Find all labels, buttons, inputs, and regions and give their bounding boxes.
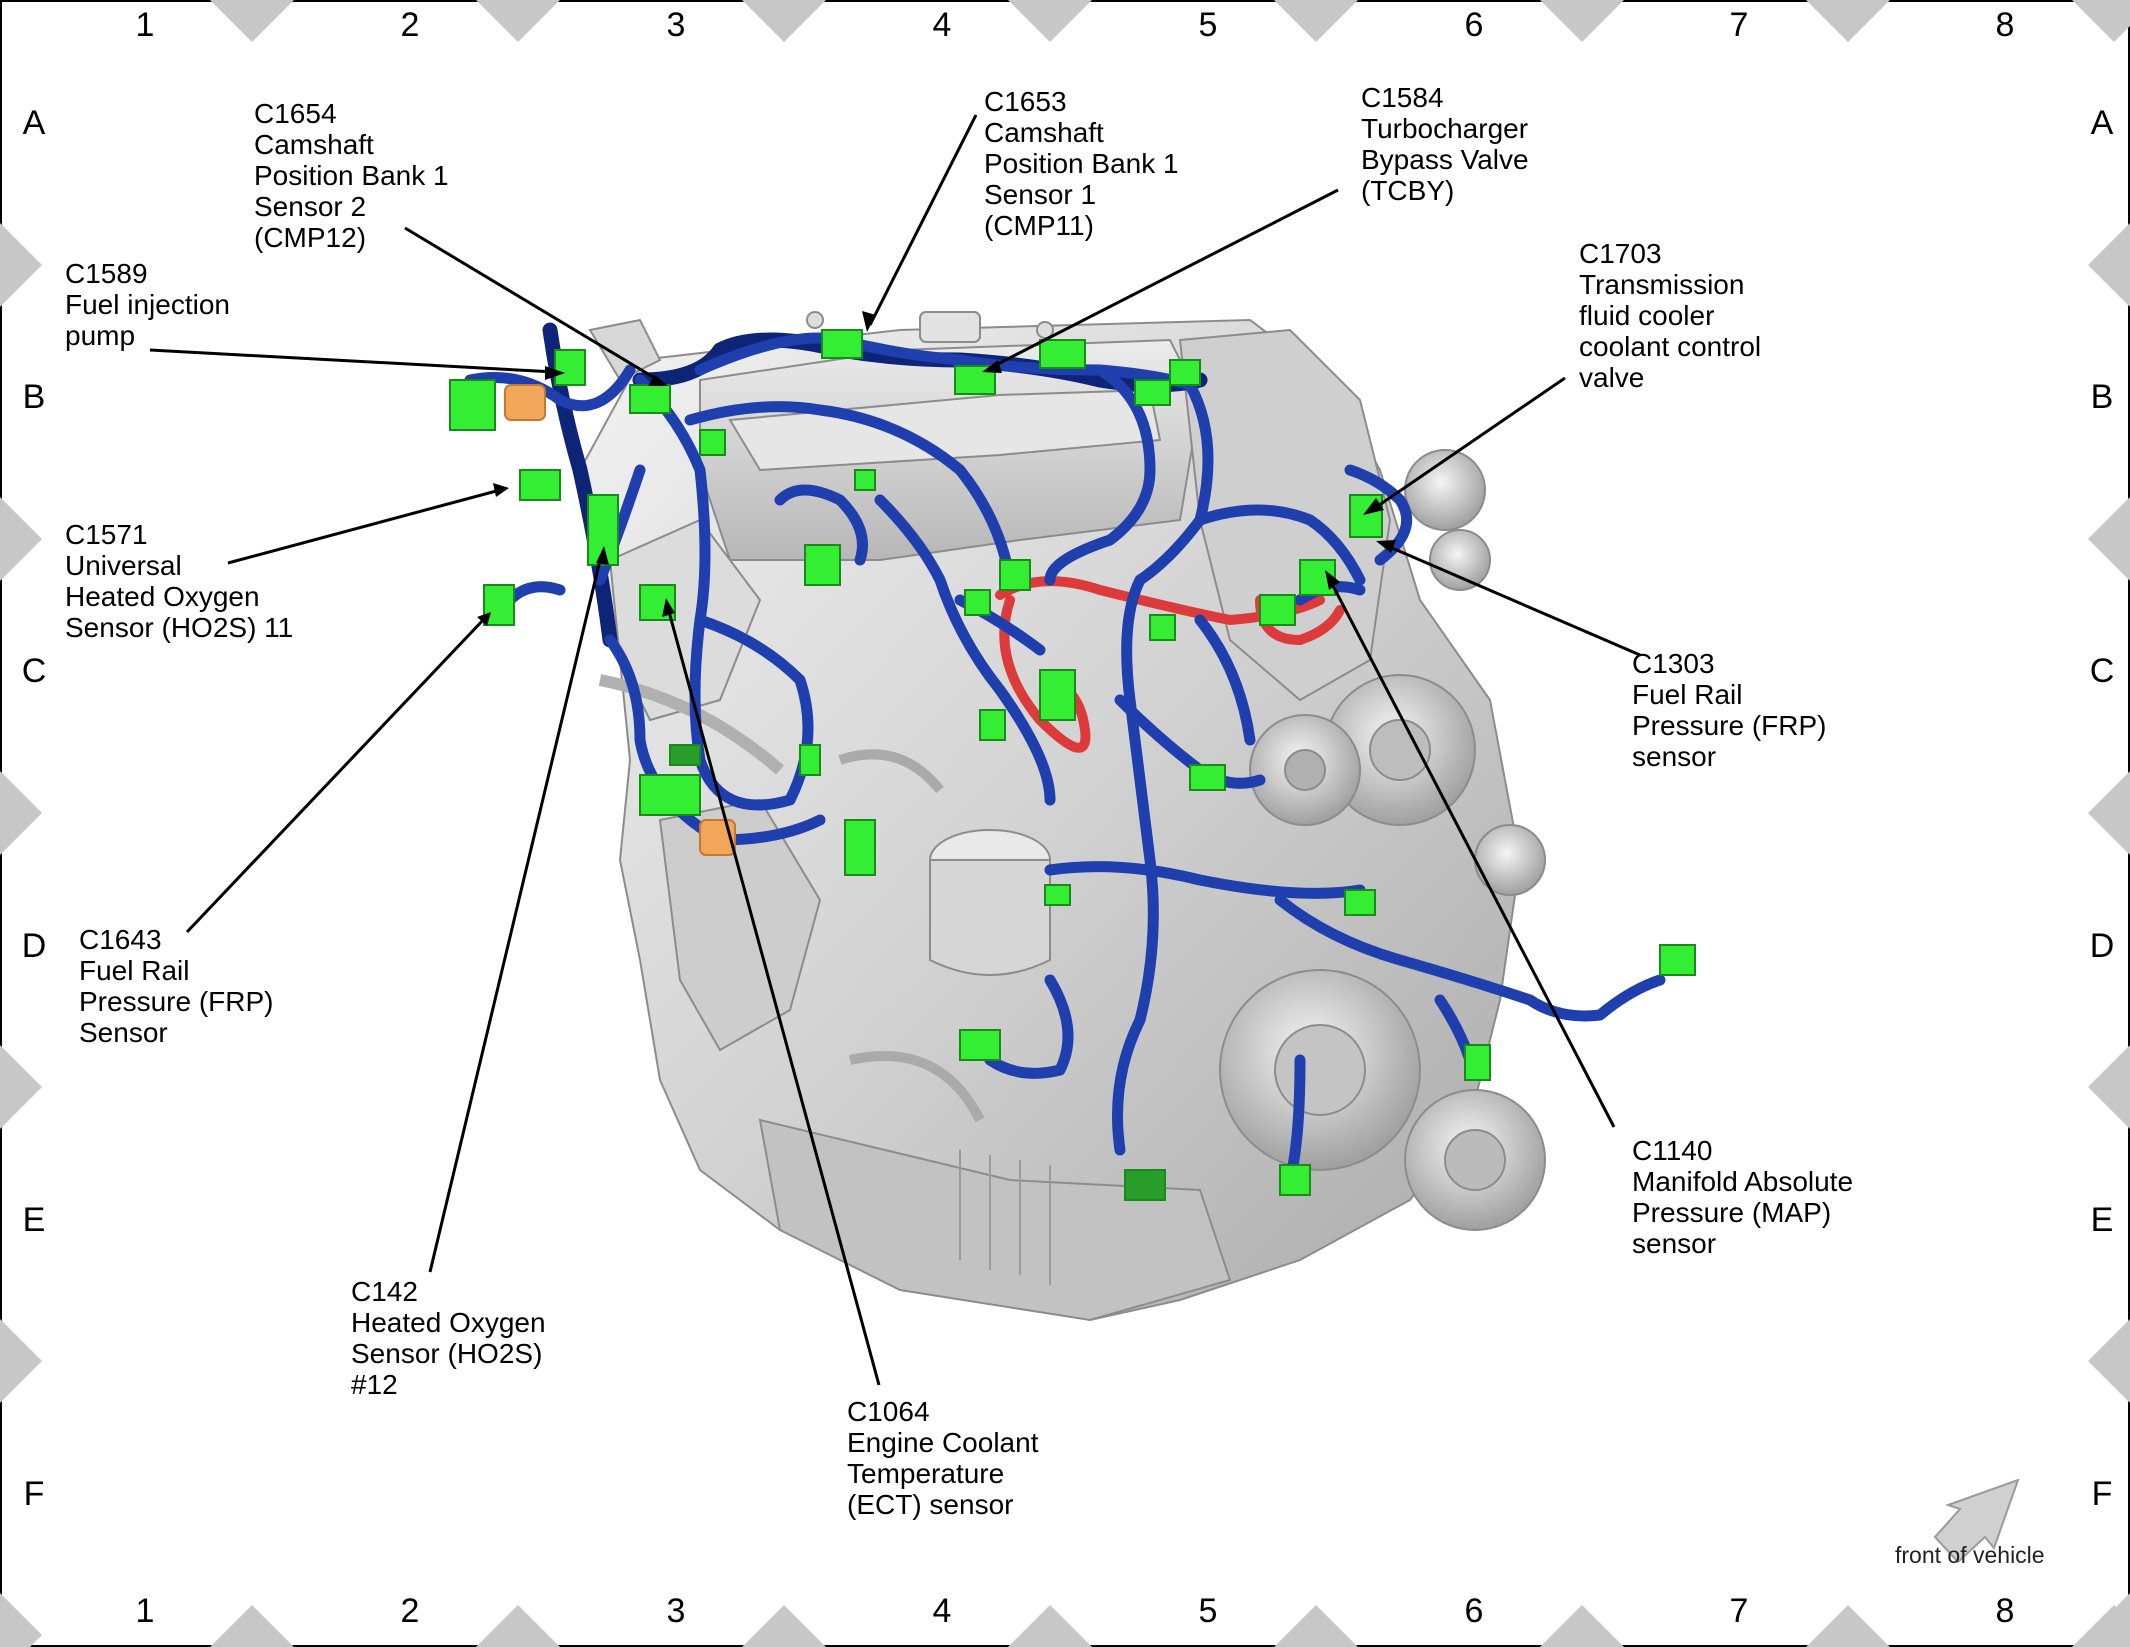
orange-fittings: [504, 384, 736, 856]
grid-col-7-top: 7: [1729, 6, 1749, 44]
grid-row-c-left: C: [21, 652, 47, 690]
label-c1303: C1303 Fuel Rail Pressure (FRP) sensor: [1632, 648, 1827, 772]
label-c1140: C1140 Manifold Absolute Pressure (MAP) s…: [1632, 1135, 1854, 1259]
leader-c1571: [227, 488, 501, 565]
grid-col-1-bottom: 1: [135, 1592, 155, 1630]
leader-c142: [428, 555, 603, 1273]
grid-col-5-top: 5: [1198, 6, 1218, 44]
label-c1571: C1571 Universal Heated Oxygen Sensor (HO…: [65, 519, 294, 643]
label-c1584: C1584 Turbocharger Bypass Valve (TCBY): [1361, 82, 1529, 206]
label-c1703: C1703 Transmission fluid cooler coolant …: [1579, 238, 1762, 393]
leader-c1589: [149, 348, 556, 374]
grid-col-8-top: 8: [1995, 6, 2015, 44]
grid-col-8-bottom: 8: [1995, 1592, 2015, 1630]
grid-col-2-bottom: 2: [400, 1592, 420, 1630]
grid-row-e-left: E: [22, 1201, 46, 1239]
connector-c1589-marker: [554, 349, 586, 386]
leader-c1064: [666, 607, 881, 1386]
grid-row-b-left: B: [22, 378, 46, 416]
grid-row-d-left: D: [21, 927, 47, 965]
connector-c1571-marker: [519, 469, 561, 501]
grid-col-3-bottom: 3: [666, 1592, 686, 1630]
connector-markers: [449, 329, 1696, 1201]
connector-c142-marker: [587, 494, 619, 566]
connector-c1140-marker: [1259, 594, 1296, 626]
leader-c1653: [868, 114, 978, 326]
front-of-vehicle-label: front of vehicle: [1895, 1542, 2045, 1568]
grid-col-5-bottom: 5: [1198, 1592, 1218, 1630]
grid-col-4-top: 4: [932, 6, 952, 44]
grid-row-f-right: F: [2091, 1475, 2113, 1513]
grid-col-4-bottom: 4: [932, 1592, 952, 1630]
leader-c1643: [185, 616, 487, 934]
grid-row-c-right: C: [2089, 652, 2115, 690]
leader-c1584: [989, 188, 1339, 370]
label-c1643: C1643 Fuel Rail Pressure (FRP) Sensor: [79, 924, 274, 1048]
leader-arrowheads: [477, 311, 1396, 626]
grid-col-2-top: 2: [400, 6, 420, 44]
connector-c1653-marker: [821, 329, 863, 359]
leader-c1140: [1328, 579, 1616, 1128]
grid-row-b-right: B: [2090, 378, 2114, 416]
label-c1653: C1653 Camshaft Position Bank 1 Sensor 1 …: [984, 86, 1179, 241]
grid-row-d-right: D: [2089, 927, 2115, 965]
leader-c1654: [404, 226, 659, 382]
label-c142: C142 Heated Oxygen Sensor (HO2S) #12: [351, 1276, 546, 1400]
connector-c1654-marker: [629, 384, 671, 414]
front-arrow-icon: [1933, 1478, 2020, 1564]
grid-col-1-top: 1: [135, 6, 155, 44]
grid-col-7-bottom: 7: [1729, 1592, 1749, 1630]
grid-col-6-bottom: 6: [1464, 1592, 1484, 1630]
grid-row-f-left: F: [23, 1475, 45, 1513]
grid-col-3-top: 3: [666, 6, 686, 44]
leader-lines: [149, 114, 1641, 1386]
label-c1064: C1064 Engine Coolant Temperature (ECT) s…: [847, 1396, 1039, 1520]
grid-row-a-right: A: [2090, 104, 2114, 142]
leader-c1303: [1384, 543, 1641, 657]
label-c1589: C1589 Fuel injection pump: [65, 258, 230, 351]
leader-c1703: [1371, 376, 1566, 512]
grid-col-6-top: 6: [1464, 6, 1484, 44]
grid-row-a-left: A: [22, 104, 46, 142]
grid-row-e-right: E: [2090, 1201, 2114, 1239]
label-c1654: C1654 Camshaft Position Bank 1 Sensor 2 …: [254, 98, 449, 253]
